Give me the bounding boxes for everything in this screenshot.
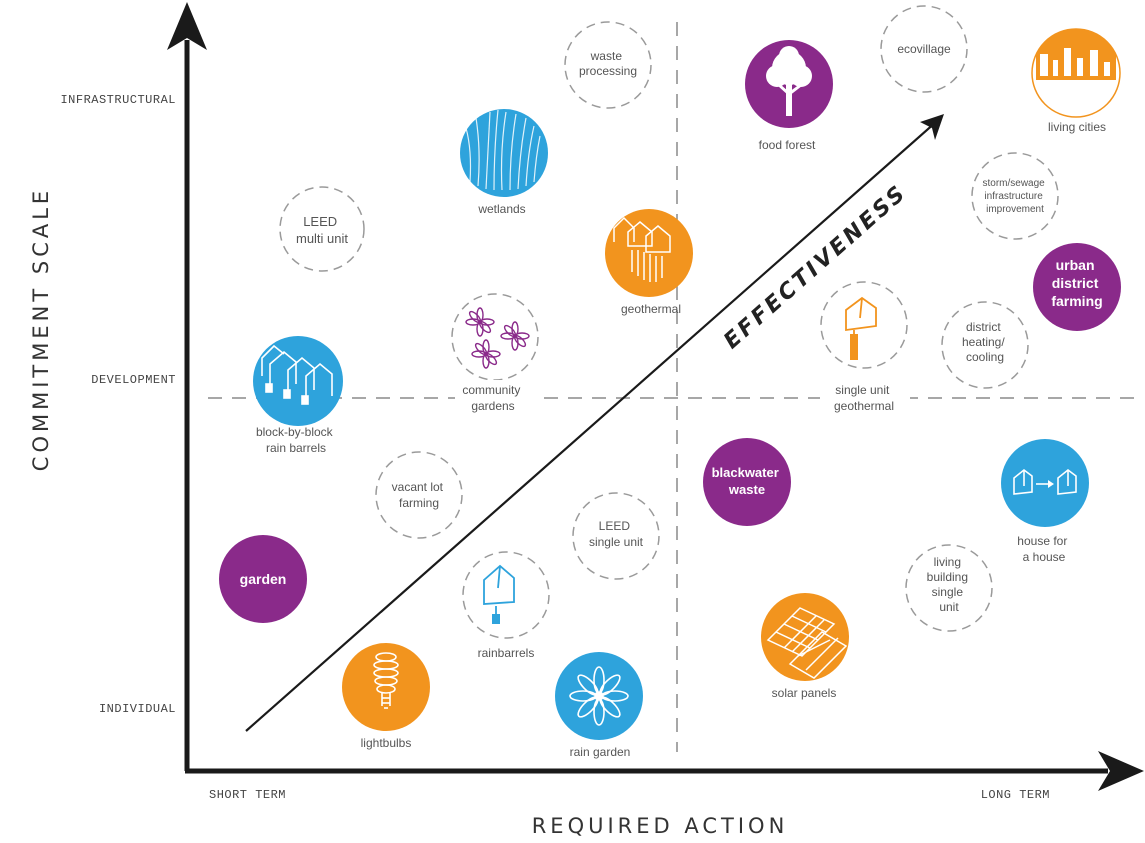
svg-text:vacant lot farming: vacant lot farming — [392, 480, 447, 510]
svg-text:community gardens: community gardens — [462, 383, 523, 413]
item-food-forest: food forest — [745, 40, 833, 152]
svg-text:district heating/: district heating/ cooling — [962, 320, 1008, 364]
tree-icon — [766, 46, 812, 116]
item-geothermal: geothermal — [605, 209, 693, 316]
svg-text:living cities: living cities — [1048, 120, 1106, 134]
item-vacant-lot-farming: vacant lot farming — [375, 451, 463, 539]
effectiveness-arrowhead — [920, 114, 944, 140]
effectiveness-label: EFFECTIVENESS — [719, 180, 912, 354]
grass-icon — [465, 109, 541, 191]
svg-text:block-by-block rain barr: block-by-block rain barrels — [256, 425, 336, 455]
item-ecovillage: ecovillage — [880, 5, 968, 93]
item-lightbulbs: lightbulbs — [342, 643, 430, 750]
effectiveness-arrow — [245, 121, 937, 732]
item-garden: garden — [219, 535, 307, 623]
item-leed-single-unit: LEED single unit — [572, 492, 660, 580]
house-barrel-icon — [483, 564, 515, 624]
city-skyline-icon — [1036, 29, 1116, 80]
flower-icon — [569, 666, 629, 726]
svg-text:food forest: food forest — [759, 138, 816, 152]
y-tick-individual: INDIVIDUAL — [99, 702, 176, 716]
svg-text:house for a house: house for a house — [1017, 534, 1070, 564]
item-solar-panels: solar panels — [761, 593, 849, 700]
item-house-for-a-house: house for a house — [1001, 439, 1089, 564]
item-community-gardens: community gardens — [451, 293, 539, 414]
y-tick-development: DEVELOPMENT — [91, 373, 176, 387]
svg-text:living building si: living building single unit — [927, 555, 972, 614]
svg-text:garden: garden — [240, 571, 287, 587]
solar-panel-icon — [766, 607, 848, 679]
svg-text:solar panels: solar panels — [772, 686, 837, 700]
houses-barrels-icon — [261, 344, 333, 405]
svg-text:LEED single unit: LEED single unit — [589, 519, 644, 549]
flowers-icon — [465, 307, 530, 369]
item-district-heating-cooling: district heating/ cooling — [941, 301, 1029, 389]
svg-text:storm/sewage infrastruct: storm/sewage infrastructure improvement — [982, 178, 1047, 215]
lightbulb-icon — [373, 652, 399, 709]
item-living-building: living building single unit — [905, 544, 993, 632]
y-axis-title: COMMITMENT SCALE — [29, 187, 53, 471]
svg-text:urban district far: urban district farming — [1051, 257, 1102, 309]
svg-text:LEED multi unit: LEED multi unit — [296, 214, 348, 246]
x-axis-arrowhead — [1098, 751, 1144, 791]
y-axis-arrowhead — [167, 2, 207, 50]
svg-text:rainbarrels: rainbarrels — [478, 646, 535, 660]
svg-text:waste processing: waste processing — [579, 49, 637, 78]
svg-text:wetlands: wetlands — [477, 202, 525, 216]
item-leed-multi-unit: LEED multi unit — [279, 186, 365, 272]
item-storm-sewage: storm/sewage infrastructure improvement — [971, 152, 1059, 240]
houses-geothermal-icon — [613, 216, 671, 282]
svg-text:single unit geothermal: single unit geothermal — [834, 383, 894, 413]
svg-text:lightbulbs: lightbulbs — [361, 736, 412, 750]
x-axis-title: REQUIRED ACTION — [532, 814, 789, 838]
item-waste-processing: waste processing — [564, 21, 652, 109]
item-urban-district-farming: urban district farming — [1033, 243, 1121, 331]
item-wetlands: wetlands — [460, 109, 548, 216]
svg-text:ecovillage: ecovillage — [897, 42, 951, 56]
item-block-rain-barrels: block-by-block rain barrels — [253, 336, 343, 455]
svg-text:geothermal: geothermal — [621, 302, 681, 316]
x-tick-short-term: SHORT TERM — [209, 788, 286, 802]
house-swap-icon — [1013, 468, 1077, 495]
x-tick-long-term: LONG TERM — [981, 788, 1050, 802]
item-rain-garden: rain garden — [555, 652, 643, 759]
item-living-cities: living cities — [1031, 28, 1121, 134]
house-geothermal-icon — [845, 296, 877, 360]
y-tick-infrastructural: INFRASTRUCTURAL — [60, 93, 176, 107]
item-single-unit-geothermal: single unit geothermal — [820, 281, 910, 413]
svg-text:blackwater waste: blackwater waste — [712, 465, 783, 497]
svg-text:rain garden: rain garden — [570, 745, 631, 759]
item-blackwater-waste: blackwater waste — [703, 438, 791, 526]
item-rainbarrels: rainbarrels — [462, 551, 550, 660]
